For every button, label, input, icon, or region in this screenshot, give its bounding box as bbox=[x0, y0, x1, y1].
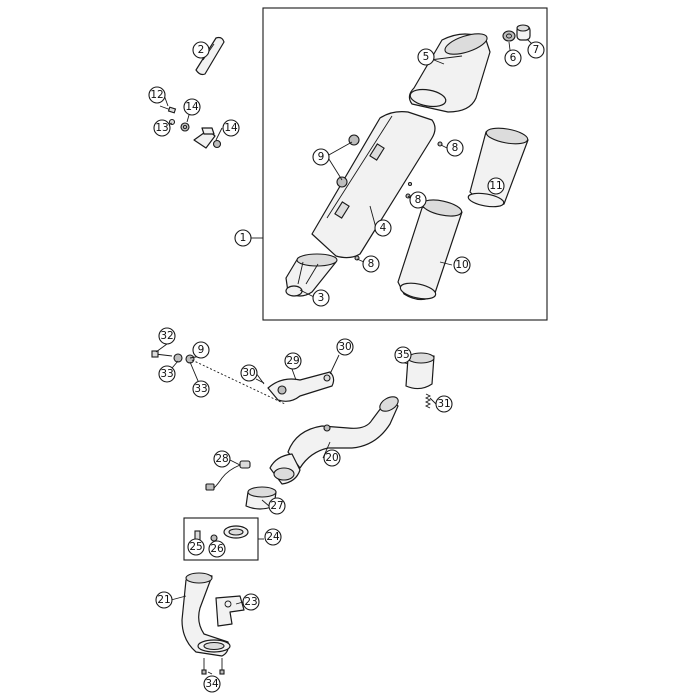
sleeve-and-spring bbox=[405, 352, 435, 409]
svg-text:12: 12 bbox=[150, 89, 163, 101]
callout-29: 29 bbox=[284, 352, 302, 370]
svg-text:33: 33 bbox=[160, 368, 173, 380]
callout-1: 1 bbox=[234, 229, 252, 247]
callout-33-right: 33 bbox=[192, 380, 210, 398]
svg-text:9: 9 bbox=[198, 344, 205, 356]
svg-text:13: 13 bbox=[155, 122, 168, 134]
svg-text:28: 28 bbox=[215, 453, 228, 465]
inlet-cone bbox=[285, 253, 338, 297]
callout-8-top: 8 bbox=[446, 139, 464, 157]
mounting-studs bbox=[201, 658, 225, 675]
mounting-bracket-group bbox=[159, 105, 222, 149]
callout-34: 34 bbox=[203, 675, 221, 693]
callout-24: 24 bbox=[264, 528, 282, 546]
grommet-and-cap bbox=[502, 24, 531, 42]
callout-8-middle: 8 bbox=[409, 191, 427, 209]
header-bolt-set bbox=[151, 350, 286, 405]
svg-text:29: 29 bbox=[286, 355, 299, 367]
callout-12: 12 bbox=[148, 86, 166, 104]
svg-text:9: 9 bbox=[318, 151, 325, 163]
header-bracket bbox=[255, 371, 335, 402]
callout-14-lower: 14 bbox=[222, 119, 240, 137]
callout-30-right: 30 bbox=[336, 338, 354, 356]
callout-23: 23 bbox=[242, 593, 260, 611]
callout-33-left: 33 bbox=[158, 365, 176, 383]
callout-9-header: 9 bbox=[192, 341, 210, 359]
svg-text:35: 35 bbox=[396, 349, 409, 361]
callout-4: 4 bbox=[374, 219, 392, 237]
svg-text:11: 11 bbox=[489, 180, 502, 192]
svg-text:6: 6 bbox=[510, 52, 517, 64]
svg-text:33: 33 bbox=[194, 383, 207, 395]
svg-text:3: 3 bbox=[318, 292, 325, 304]
callout-35: 35 bbox=[394, 346, 412, 364]
callout-27: 27 bbox=[268, 497, 286, 515]
svg-text:24: 24 bbox=[266, 531, 280, 543]
outer-sleeve bbox=[467, 127, 529, 208]
svg-text:32: 32 bbox=[160, 330, 173, 342]
svg-text:25: 25 bbox=[189, 541, 202, 553]
flange-gasket bbox=[215, 595, 245, 627]
svg-text:23: 23 bbox=[244, 596, 257, 608]
callout-11: 11 bbox=[487, 177, 505, 195]
svg-text:20: 20 bbox=[325, 452, 338, 464]
svg-text:8: 8 bbox=[415, 194, 422, 206]
bend-pipe bbox=[181, 572, 231, 657]
svg-text:30: 30 bbox=[242, 367, 255, 379]
callout-13: 13 bbox=[153, 119, 171, 137]
svg-text:4: 4 bbox=[380, 222, 387, 234]
callout-2: 2 bbox=[192, 41, 210, 59]
callout-20: 20 bbox=[323, 449, 341, 467]
callout-28: 28 bbox=[213, 450, 231, 468]
silencer-assembly-frame bbox=[262, 7, 548, 321]
svg-text:34: 34 bbox=[205, 678, 219, 690]
svg-text:7: 7 bbox=[533, 44, 540, 56]
svg-text:26: 26 bbox=[210, 543, 224, 555]
callout-30-left: 30 bbox=[240, 364, 258, 382]
silencer-end-cap bbox=[408, 33, 491, 113]
svg-text:14: 14 bbox=[224, 122, 238, 134]
callout-6: 6 bbox=[504, 49, 522, 67]
svg-text:10: 10 bbox=[455, 259, 468, 271]
exhaust-header-pipe bbox=[269, 396, 399, 485]
oxygen-sensor bbox=[205, 460, 251, 491]
svg-text:14: 14 bbox=[185, 101, 199, 113]
callout-25: 25 bbox=[187, 538, 205, 556]
callout-32: 32 bbox=[158, 327, 176, 345]
muffler-body bbox=[311, 111, 436, 259]
svg-text:21: 21 bbox=[157, 594, 170, 606]
callout-31: 31 bbox=[435, 395, 453, 413]
callout-3: 3 bbox=[312, 289, 330, 307]
svg-text:8: 8 bbox=[368, 258, 375, 270]
callout-26: 26 bbox=[208, 540, 226, 558]
packing-tube bbox=[397, 199, 463, 301]
callout-8-bottom: 8 bbox=[362, 255, 380, 273]
clamp-kit bbox=[194, 525, 249, 542]
callout-9-silencer: 9 bbox=[312, 148, 330, 166]
svg-text:27: 27 bbox=[270, 500, 283, 512]
svg-text:30: 30 bbox=[338, 341, 351, 353]
svg-text:8: 8 bbox=[452, 142, 459, 154]
callout-21: 21 bbox=[155, 591, 173, 609]
callout-14-upper: 14 bbox=[183, 98, 201, 116]
svg-text:1: 1 bbox=[240, 232, 247, 244]
svg-text:5: 5 bbox=[423, 51, 430, 63]
svg-text:31: 31 bbox=[437, 398, 450, 410]
svg-text:2: 2 bbox=[198, 44, 205, 56]
callout-5: 5 bbox=[417, 48, 435, 66]
callout-7: 7 bbox=[527, 41, 545, 59]
callout-10: 10 bbox=[453, 256, 471, 274]
